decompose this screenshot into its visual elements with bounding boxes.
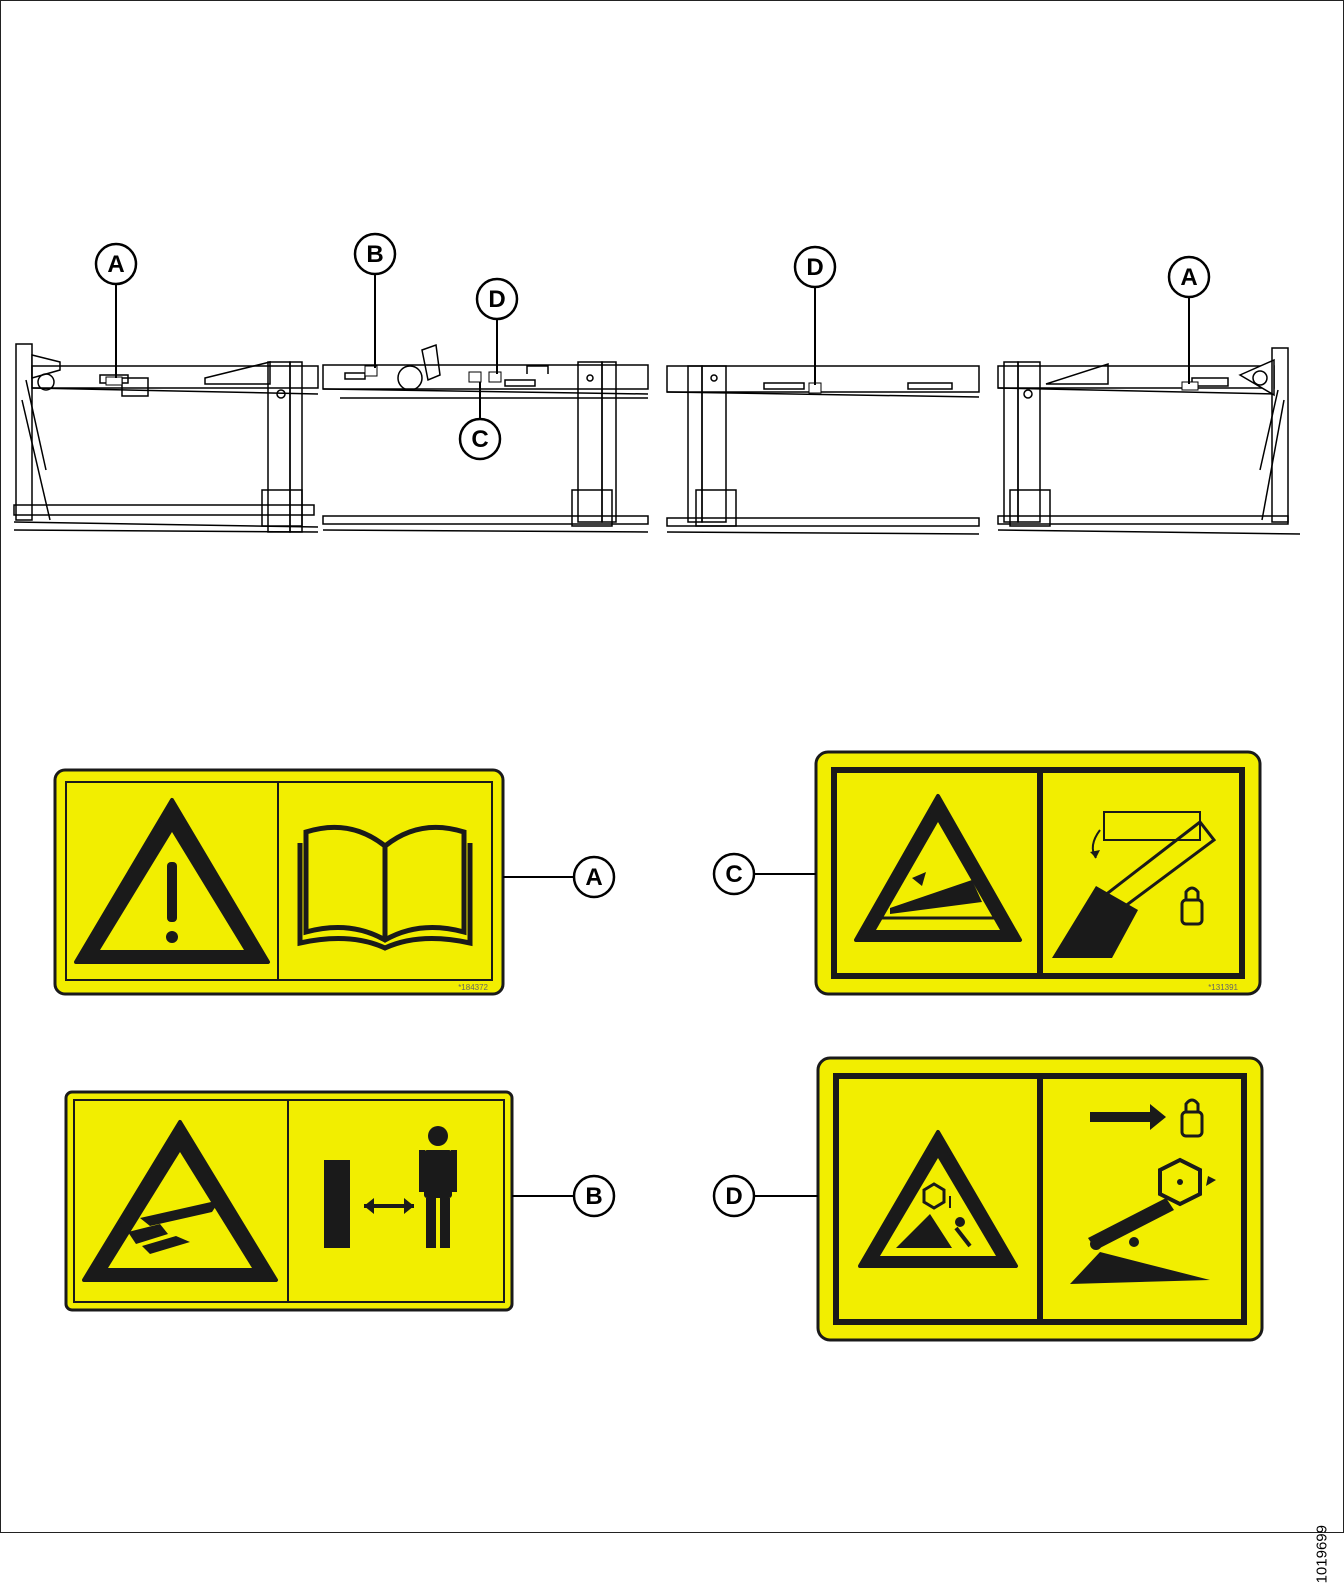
callout-d-top-right: D	[793, 245, 837, 289]
callout-a-lower: A	[572, 855, 616, 899]
decal-d	[816, 1056, 1264, 1342]
svg-text:A: A	[585, 864, 602, 891]
cutterbar-hazard-triangle-icon	[854, 794, 1022, 942]
marker-b	[364, 365, 378, 377]
decal-b	[64, 1090, 514, 1312]
callout-c-top: C	[458, 417, 502, 461]
svg-text:A: A	[1180, 264, 1197, 291]
svg-text:C: C	[471, 426, 488, 453]
callout-b-top: B	[353, 232, 397, 276]
svg-text:B: B	[366, 241, 383, 268]
decal-location-diagram: A B D C D A	[13, 232, 1301, 1342]
reel-lock-icon	[1052, 811, 1217, 958]
callout-d-top-left: D	[475, 277, 519, 321]
frame-section-center-right	[666, 365, 980, 535]
marker-a-left	[105, 376, 123, 386]
svg-text:D: D	[488, 286, 505, 313]
header-frame-illustration	[13, 343, 1301, 535]
callout-c-lower: C	[712, 852, 756, 896]
callout-d-lower: D	[712, 1174, 756, 1218]
svg-text:C: C	[725, 861, 742, 888]
upper-leader-lines	[115, 274, 1190, 419]
svg-text:D: D	[725, 1183, 742, 1210]
warning-triangle-icon	[74, 798, 270, 964]
decal-a: *184372	[53, 768, 505, 996]
svg-text:*184372: *184372	[458, 983, 488, 992]
svg-text:B: B	[585, 1183, 602, 1210]
reel-entanglement-triangle-icon	[858, 1130, 1018, 1268]
callout-a-left: A	[94, 242, 138, 286]
frame-section-center-left	[322, 343, 649, 533]
figure-id-label: 1019699	[1313, 1525, 1330, 1583]
reel-support-arm-icon	[1070, 1157, 1216, 1284]
marker-d-left	[488, 371, 502, 383]
decal-c: *131391	[814, 750, 1262, 996]
callout-a-right: A	[1167, 255, 1211, 299]
crush-hazard-triangle-icon	[82, 1120, 278, 1282]
svg-text:*131391: *131391	[1208, 983, 1238, 992]
operator-manual-book-icon	[297, 824, 473, 951]
lock-arrow-icon	[1090, 1098, 1204, 1138]
frame-section-left-end	[13, 343, 319, 533]
frame-section-right-end	[997, 347, 1301, 535]
keep-clear-person-icon	[324, 1126, 457, 1248]
upper-callouts: A B D C D A	[94, 232, 1211, 461]
svg-text:A: A	[107, 251, 124, 278]
callout-b-lower: B	[572, 1174, 616, 1218]
frame-decal-markers	[105, 365, 1199, 394]
marker-c	[468, 371, 482, 383]
svg-text:D: D	[806, 254, 823, 281]
